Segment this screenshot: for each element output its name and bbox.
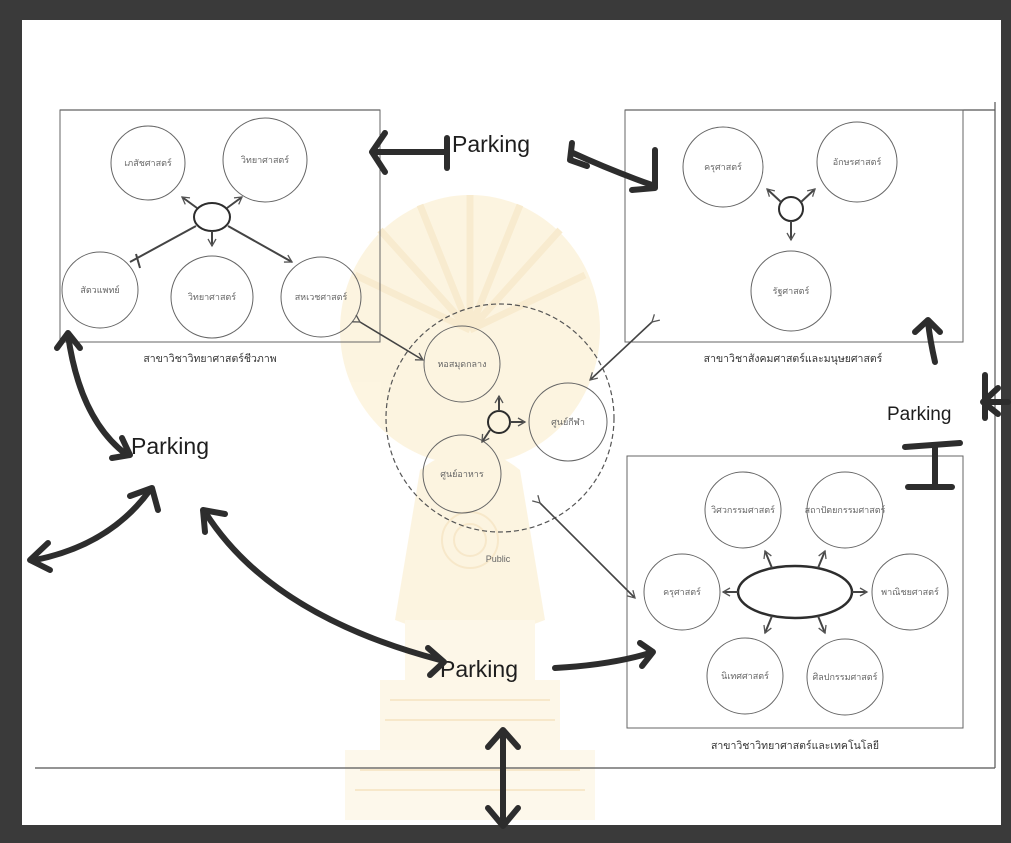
arrow-parking-to-tech <box>552 650 653 671</box>
zone-social-sciences: ครุศาสตร์ อักษรศาสตร์ รัฐศาสตร์ สาขาวิชา… <box>624 109 964 365</box>
faculty-label: สถาปัตยกรรมศาสตร์ <box>805 504 886 515</box>
faculty-circle <box>706 637 784 715</box>
arrowhead <box>485 805 521 829</box>
hub-links <box>721 549 869 635</box>
arrow-parking-exit-left <box>32 487 153 563</box>
arrowhead <box>912 317 943 335</box>
faculty-circle <box>682 126 764 208</box>
arrowhead <box>200 507 228 535</box>
parking-label-bottom: Parking <box>440 656 518 682</box>
hub-links <box>481 394 527 444</box>
arrow-parking-to-parking <box>202 509 443 663</box>
arrow-left-zone-parking <box>65 332 130 458</box>
faculty-label: พาณิชยศาสตร์ <box>881 586 939 597</box>
faculty-circle <box>280 256 362 338</box>
arrowhead <box>629 147 658 193</box>
arrowhead <box>425 645 447 678</box>
arrowhead <box>567 140 590 169</box>
facility-label: ศูนย์อาหาร <box>440 468 484 480</box>
zone-caption: สาขาวิชาสังคมศาสตร์และมนุษยศาสตร์ <box>704 352 883 365</box>
faculty-circle <box>222 117 308 203</box>
faculty-label: ครุศาสตร์ <box>704 161 742 173</box>
facility-label: ศูนย์กีฬา <box>551 416 585 428</box>
faculty-label: อักษรศาสตร์ <box>833 156 882 167</box>
zone-public: หอสมุดกลาง ศูนย์กีฬา ศูนย์อาหาร Public <box>385 303 615 564</box>
parking-label-left: Parking <box>131 433 209 459</box>
faculty-label: สหเวชศาสตร์ <box>295 291 348 302</box>
zone-caption: สาขาวิชาวิทยาศาสตร์และเทคโนโลยี <box>711 739 879 752</box>
facility-circle <box>422 434 502 514</box>
parking-label-top: Parking <box>452 131 530 157</box>
faculty-circle <box>806 638 884 716</box>
arrow-right-parking-up <box>925 319 938 365</box>
zone-caption: Public <box>486 554 511 564</box>
parking-label-right: Parking <box>887 404 951 425</box>
arrowhead <box>637 640 656 669</box>
faculty-circle <box>704 471 782 549</box>
faculty-label: ครุศาสตร์ <box>663 586 701 598</box>
faculty-label: วิทยาศาสตร์ <box>188 291 236 302</box>
zone-science-technology: วิศวกรรมศาสตร์ สถาปัตยกรรมศาสตร์ ครุศาสต… <box>626 455 964 752</box>
circulation-arrows <box>27 130 1011 829</box>
faculty-circle <box>871 553 949 631</box>
faculty-label: วิทยาศาสตร์ <box>241 154 289 165</box>
faculty-label: รัฐศาสตร์ <box>773 285 810 297</box>
public-zone-ring <box>385 303 615 533</box>
faculty-label: สัตวแพทย์ <box>80 284 119 295</box>
arrowhead <box>369 130 388 175</box>
faculty-label: นิเทศศาสตร์ <box>721 670 769 681</box>
arrowhead <box>109 435 133 461</box>
arrowhead <box>902 440 963 450</box>
faculty-circle <box>61 251 139 329</box>
zone-life-sciences: เภสัชศาสตร์ วิทยาศาสตร์ สัตวแพทย์ วิทยาศ… <box>59 109 381 365</box>
faculty-circle <box>643 553 721 631</box>
faculty-circle <box>816 121 898 203</box>
faculty-label: วิศวกรรมศาสตร์ <box>711 504 775 515</box>
faculty-label: เภสัชศาสตร์ <box>124 157 172 168</box>
faculty-circle <box>110 125 186 201</box>
facility-circle <box>423 325 501 403</box>
arrow-parking-right-link <box>570 150 655 188</box>
zone-box <box>59 109 381 343</box>
faculty-circle <box>750 250 832 332</box>
arrowhead <box>127 485 161 513</box>
faculty-circle <box>170 255 254 339</box>
facility-label: หอสมุดกลาง <box>437 359 486 370</box>
hub-links <box>766 188 816 242</box>
zone-box <box>624 109 964 343</box>
faculty-label: ศิลปกรรมศาสตร์ <box>813 671 878 682</box>
faculty-circle <box>806 471 884 549</box>
hub-links <box>129 196 294 269</box>
zone-caption: สาขาวิชาวิทยาศาสตร์ชีวภาพ <box>143 352 276 365</box>
scan-edge <box>1001 20 1011 80</box>
public-connectors <box>351 314 660 599</box>
arrowhead <box>27 540 53 573</box>
facility-circle <box>528 382 608 462</box>
arrowhead <box>54 330 83 351</box>
arrowhead <box>485 727 521 750</box>
